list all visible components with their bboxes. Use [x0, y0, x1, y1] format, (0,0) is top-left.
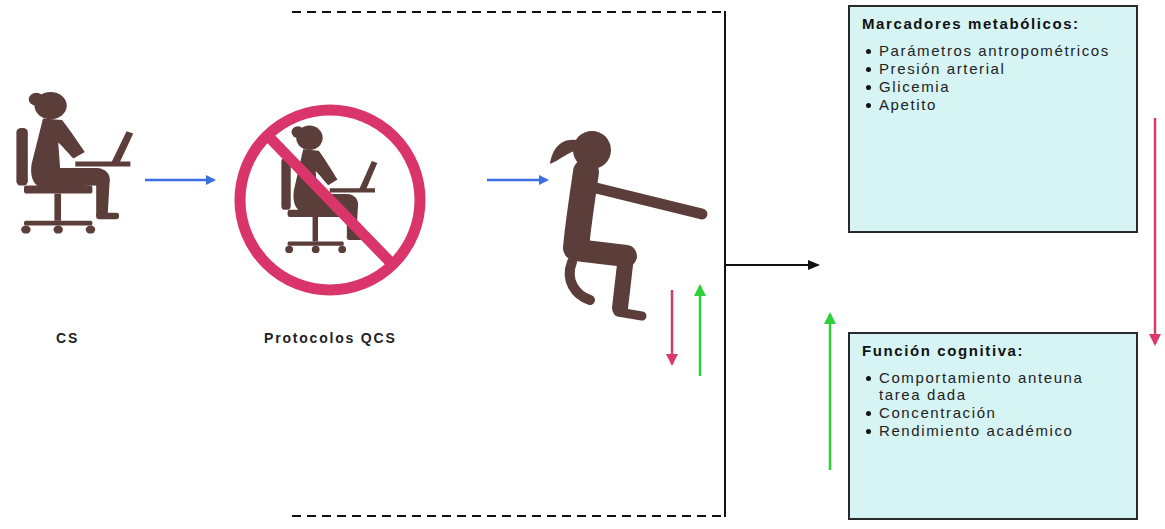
info-box: Marcadores metabólicos: Parámetros antrop… [848, 5, 1138, 233]
bullet-dot [866, 49, 871, 54]
result-arrow [725, 264, 818, 266]
bullet-text: Presión arterial [879, 60, 1005, 77]
flow-arrow [487, 179, 547, 182]
box-heading: Marcadores metabólicos: [862, 15, 1126, 32]
prohibition-bar [268, 136, 394, 266]
bullet-dot [866, 429, 871, 434]
bullet-row: Presión arterial [862, 60, 1126, 77]
info-box: Función cognitiva: Comportamiento anteuna… [848, 332, 1138, 520]
bullet-row: Glicemia [862, 78, 1126, 95]
increase-arrow [829, 314, 832, 470]
bracket-line [292, 515, 725, 517]
decrease-arrow [1154, 118, 1157, 344]
bullet-text: Parámetros antropométricos [879, 42, 1110, 59]
bullet-row: Parámetros antropométricos [862, 42, 1126, 59]
figure-label: Protocolos QCS [264, 330, 397, 346]
figure-label: CS [56, 330, 79, 346]
bullet-text: Concentración [879, 404, 997, 421]
bullet-dot [866, 411, 871, 416]
bullet-text: Apetito [879, 96, 937, 113]
sitting-figure [16, 92, 133, 234]
bullet-text: Glicemia [879, 78, 950, 95]
bullet-text: Rendimiento académico [879, 422, 1074, 439]
bullet-dot [866, 67, 871, 72]
increase-arrow [699, 286, 702, 376]
box-heading: Función cognitiva: [862, 342, 1126, 359]
bullet-dot [866, 103, 871, 108]
squatting-child [570, 172, 702, 316]
bullet-text: Comportamiento anteuna tarea dada [879, 369, 1126, 403]
prohibition-circle [240, 110, 420, 290]
bullet-dot [866, 376, 871, 381]
bullet-row: Comportamiento anteuna tarea dada [862, 369, 1126, 403]
bullet-row: Concentración [862, 404, 1126, 421]
bullet-row: Rendimiento académico [862, 422, 1126, 439]
flow-arrow [145, 179, 214, 182]
bullet-row: Apetito [862, 96, 1126, 113]
decrease-arrow [671, 290, 674, 364]
bracket-line [292, 11, 725, 13]
bullet-dot [866, 85, 871, 90]
